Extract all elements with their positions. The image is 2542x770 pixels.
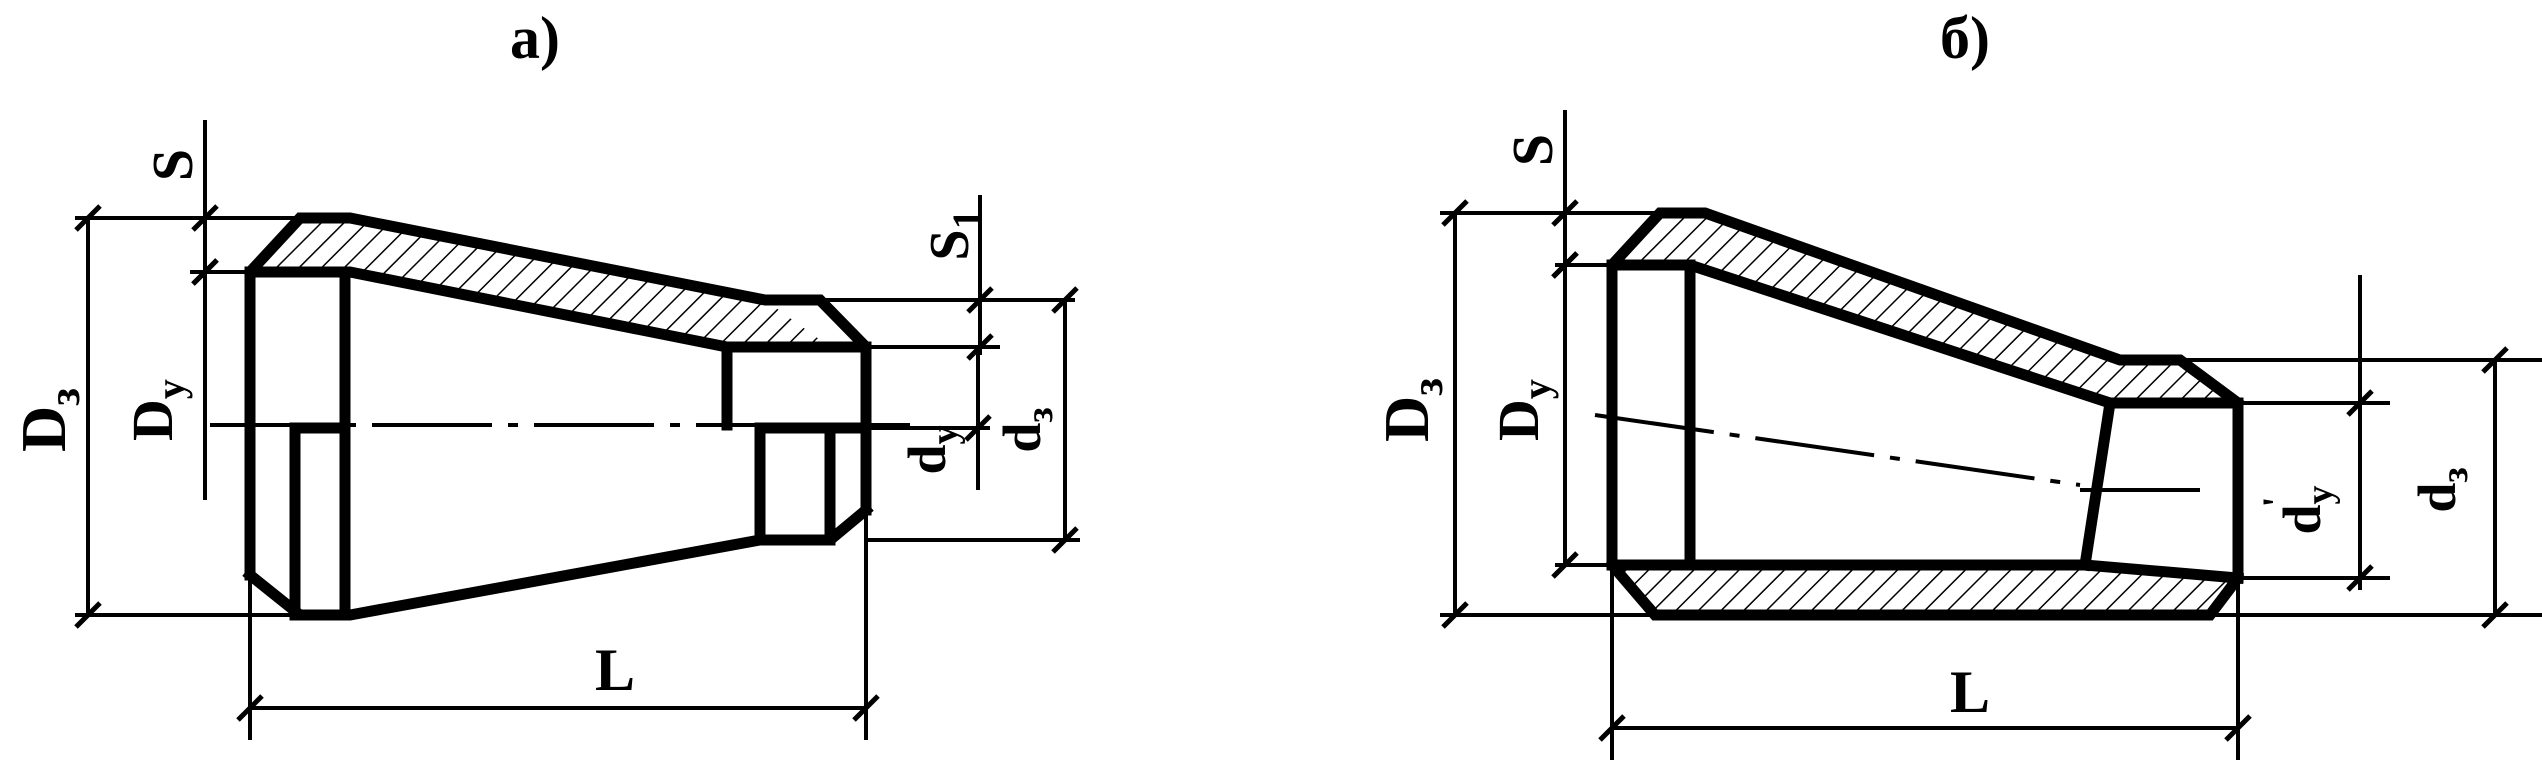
dimension-D3-a: Dз	[8, 204, 300, 629]
wall-section-hatch	[250, 218, 830, 347]
label-S-a: S	[140, 149, 205, 181]
outer-contour-top-b	[1604, 207, 2246, 411]
eccentric-reducer-drawing: б) Dз Dy	[1371, 5, 2542, 760]
label-L-b: L	[1950, 659, 1990, 725]
dimension-L-b: L	[1598, 565, 2252, 760]
dimension-dy-a: dy	[866, 347, 992, 490]
concentric-reducer-drawing: а) Dз Dy	[8, 5, 1080, 740]
label-dy-b: dy'	[2254, 485, 2341, 534]
label-d3-b: dз	[2407, 467, 2476, 512]
label-d3-a: dз	[992, 407, 1061, 452]
label-D3-b: Dз	[1371, 378, 1452, 442]
wall-section-hatch-top	[1612, 213, 2238, 403]
label-Dy-a: Dy	[120, 379, 193, 441]
label-Dy-b: Dy	[1486, 379, 1559, 441]
axis-line-b	[1594, 413, 2081, 487]
small-bore-line-b	[2078, 396, 2117, 572]
label-D3-a: Dз	[8, 388, 89, 452]
dimension-S-a: S	[140, 120, 219, 300]
wall-section-hatch-bottom	[1612, 565, 2238, 615]
dimension-D3-b: Dз	[1371, 199, 1660, 629]
label-S1-a: S1	[919, 209, 989, 260]
dimension-d3-a: dз	[866, 286, 1080, 554]
dimension-Dy-a: Dy	[120, 258, 250, 500]
caption-a: а)	[510, 5, 560, 71]
dimension-d3-b: dз	[2180, 346, 2542, 629]
label-L-a: L	[595, 637, 635, 703]
outer-contour-bottom-b	[1604, 557, 2246, 621]
small-end-lower-slot	[754, 422, 836, 546]
inner-contour-bottom-b	[1606, 559, 2244, 584]
inner-contour-top-b	[1606, 259, 2244, 409]
dimension-Dy-b: Dy	[1486, 251, 1612, 579]
inner-contour-top	[244, 266, 872, 353]
dimension-dy-b: dy'	[2238, 275, 2390, 592]
caption-b: б)	[1940, 5, 1990, 71]
label-S-b: S	[1500, 134, 1565, 166]
dimension-S-b: S	[1500, 110, 1579, 290]
dimension-L-a: L	[236, 510, 880, 740]
outer-contour-top	[242, 212, 874, 355]
label-dy-a: dy	[897, 425, 966, 474]
large-end-lower-slot	[289, 422, 351, 621]
